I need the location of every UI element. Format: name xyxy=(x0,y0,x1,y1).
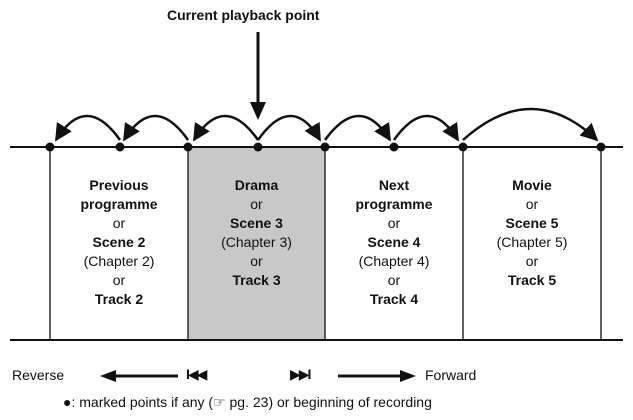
reverse-label: Reverse xyxy=(12,367,65,383)
segment-line: Track 5 xyxy=(507,272,557,288)
arc-back-2 xyxy=(122,114,190,142)
marked-point-bullet-icon: ● xyxy=(63,394,72,410)
marked-points xyxy=(45,142,606,152)
legend-text: : marked points if any (☞ pg. 23) or beg… xyxy=(71,394,432,410)
skip-forward-icon: ▶▶I xyxy=(290,366,311,382)
current-segment-fill xyxy=(188,147,325,340)
segment-line: (Chapter 2) xyxy=(83,253,155,269)
forward-arrow xyxy=(338,370,416,382)
skip-back-icon: I◀◀ xyxy=(186,366,207,382)
forward-label: Forward xyxy=(425,367,477,383)
arc-back-1 xyxy=(192,114,260,142)
segment-line: Track 4 xyxy=(369,291,419,307)
segment-line: or xyxy=(525,253,539,269)
segment-line: or xyxy=(112,215,126,231)
segment-line: or xyxy=(387,272,401,288)
arc-fwd-1 xyxy=(256,114,322,142)
segment-line: Scene 3 xyxy=(230,215,283,231)
marked-point xyxy=(320,142,330,152)
marked-point xyxy=(115,142,125,152)
segment-line: Scene 5 xyxy=(505,215,559,231)
marked-point xyxy=(596,142,606,152)
segment-line: Track 3 xyxy=(232,272,281,288)
segment-line: or xyxy=(250,253,263,269)
marked-point xyxy=(253,142,263,152)
segment-line: Previous xyxy=(89,177,149,193)
arc-fwd-3 xyxy=(392,114,460,142)
segment-line: programme xyxy=(80,196,158,212)
segment-line: Next xyxy=(378,177,410,193)
segment-dividers xyxy=(49,147,602,340)
segment-line: Drama xyxy=(234,177,279,193)
legend: ●: marked points if any (☞ pg. 23) or be… xyxy=(63,394,432,411)
segment-line: or xyxy=(387,215,401,231)
marked-point xyxy=(183,142,193,152)
segment-line: Track 2 xyxy=(94,291,144,307)
arc-back-3 xyxy=(54,114,122,142)
segment-line: (Chapter 3) xyxy=(221,234,292,250)
segment-line: or xyxy=(525,196,539,212)
marked-point xyxy=(45,142,55,152)
reverse-arrow xyxy=(100,370,178,382)
diagram-title: Current playback point xyxy=(167,7,320,23)
segment-line: (Chapter 5) xyxy=(496,234,568,250)
current-playback-arrow xyxy=(250,32,266,120)
segment-line: (Chapter 4) xyxy=(358,253,430,269)
segment-line: Scene 4 xyxy=(367,234,421,250)
arc-fwd-2 xyxy=(323,114,392,142)
segment-line: programme xyxy=(355,196,433,212)
segment-line: or xyxy=(250,196,263,212)
skip-arcs xyxy=(54,107,599,142)
segment-line: Scene 2 xyxy=(92,234,146,250)
segment-line: Movie xyxy=(512,177,552,193)
marked-point xyxy=(458,142,468,152)
marked-point xyxy=(389,142,399,152)
segment-line: or xyxy=(112,272,126,288)
arc-fwd-4 xyxy=(462,107,599,142)
